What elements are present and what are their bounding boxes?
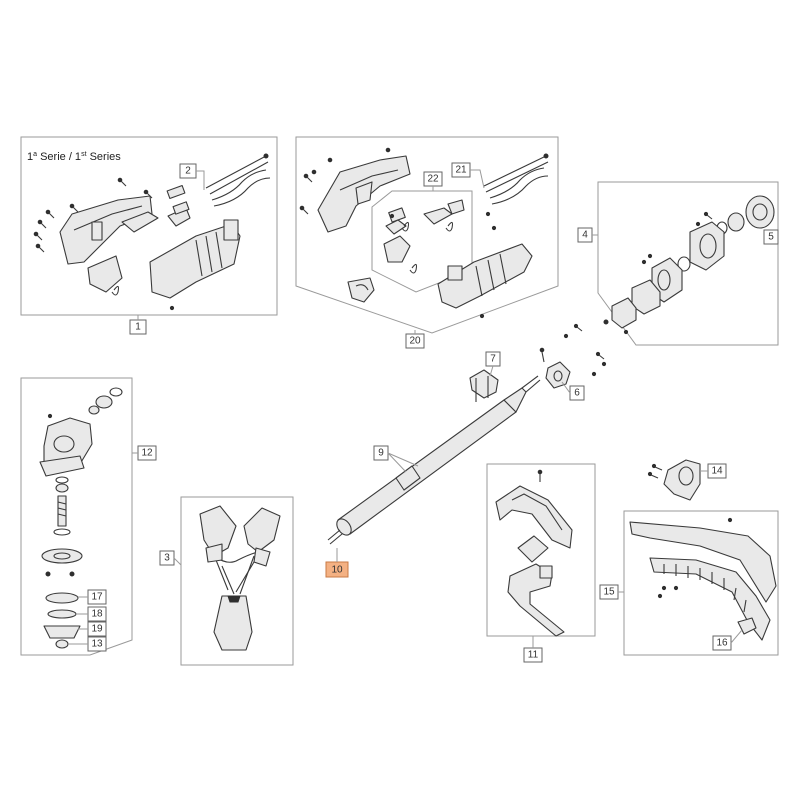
callout-15: 15	[603, 587, 615, 598]
blade-cover-cup	[43, 625, 81, 639]
throttle-cable-2	[205, 153, 271, 207]
hip-pad	[213, 595, 253, 651]
rear-grip-2	[437, 243, 533, 309]
screws-group-20	[299, 147, 485, 319]
group-20-frame	[295, 136, 559, 334]
harness-hanger	[469, 369, 499, 399]
harness-strap-left	[199, 505, 237, 557]
drive-tube	[337, 399, 517, 535]
guard-plate	[87, 255, 123, 293]
handle-clamp	[347, 277, 375, 303]
guard-clamp	[663, 459, 701, 501]
callout-16: 16	[716, 638, 728, 649]
callout-17: 17	[91, 592, 103, 603]
group-20-handle-assembly	[295, 136, 559, 334]
group-3-harness	[180, 496, 294, 666]
series-title: 1a Serie / 1st Series	[27, 151, 121, 163]
group-11-frame	[486, 463, 596, 637]
callout-21: 21	[455, 165, 467, 176]
callout-5: 5	[768, 232, 774, 243]
group-15-frame	[623, 510, 779, 656]
switch-housing	[383, 235, 411, 263]
group-3-frame	[180, 496, 294, 666]
group-4-frame	[597, 181, 779, 346]
support-flange	[41, 548, 83, 564]
callout-6: 6	[574, 388, 580, 399]
throttle-cable-21	[483, 153, 549, 205]
lower-flange	[45, 592, 79, 604]
callout-14: 14	[711, 466, 723, 477]
output-shaft	[57, 495, 67, 527]
handle-bracket	[507, 563, 565, 637]
group-11-front-handle	[486, 463, 596, 637]
grass-guard	[629, 521, 777, 603]
callout-20: 20	[409, 336, 421, 347]
callout-1: 1	[135, 322, 141, 333]
callout-18: 18	[91, 609, 103, 620]
screws-shaft	[539, 323, 607, 377]
shaft-clamp	[545, 361, 571, 389]
group-12-gear-head	[20, 377, 133, 656]
callout-3: 3	[164, 553, 170, 564]
callout-7: 7	[490, 354, 496, 365]
callout-13: 13	[91, 639, 103, 650]
coupling-housing	[689, 221, 725, 271]
guard-flap	[649, 557, 771, 641]
group-1-frame	[20, 136, 278, 316]
screws-group-1	[33, 177, 175, 311]
callout-12: 12	[141, 448, 153, 459]
callout-11: 11	[528, 650, 539, 661]
group-4-clutch-assembly	[597, 181, 779, 346]
spring-clip-1	[111, 285, 120, 296]
loop-handle	[495, 485, 573, 549]
group-14-guard-bracket	[647, 459, 701, 501]
drive-shaft-assembly	[327, 323, 607, 545]
spring-clip-2	[445, 221, 454, 232]
callout-5-box	[763, 229, 779, 245]
group-12-frame	[20, 377, 133, 656]
trigger-right	[423, 207, 453, 225]
spring-clip-3	[401, 221, 410, 232]
screws-group-4	[623, 211, 713, 335]
trigger-left	[121, 211, 159, 233]
callout-19: 19	[91, 624, 103, 635]
group-1-handle-assembly: 1a Serie / 1st Series	[20, 136, 278, 316]
handle-grip-tube	[517, 535, 549, 563]
callout-10: 10	[331, 565, 343, 576]
callout-22: 22	[427, 174, 439, 185]
callout-2: 2	[185, 166, 191, 177]
tube-grommet	[395, 465, 421, 491]
callout-4: 4	[582, 230, 588, 241]
group-15-guard	[623, 510, 779, 656]
clutch-drum	[745, 195, 775, 229]
harness-strap-right	[243, 507, 281, 553]
callout-9: 9	[378, 448, 384, 459]
shaft-coupler	[611, 297, 637, 329]
